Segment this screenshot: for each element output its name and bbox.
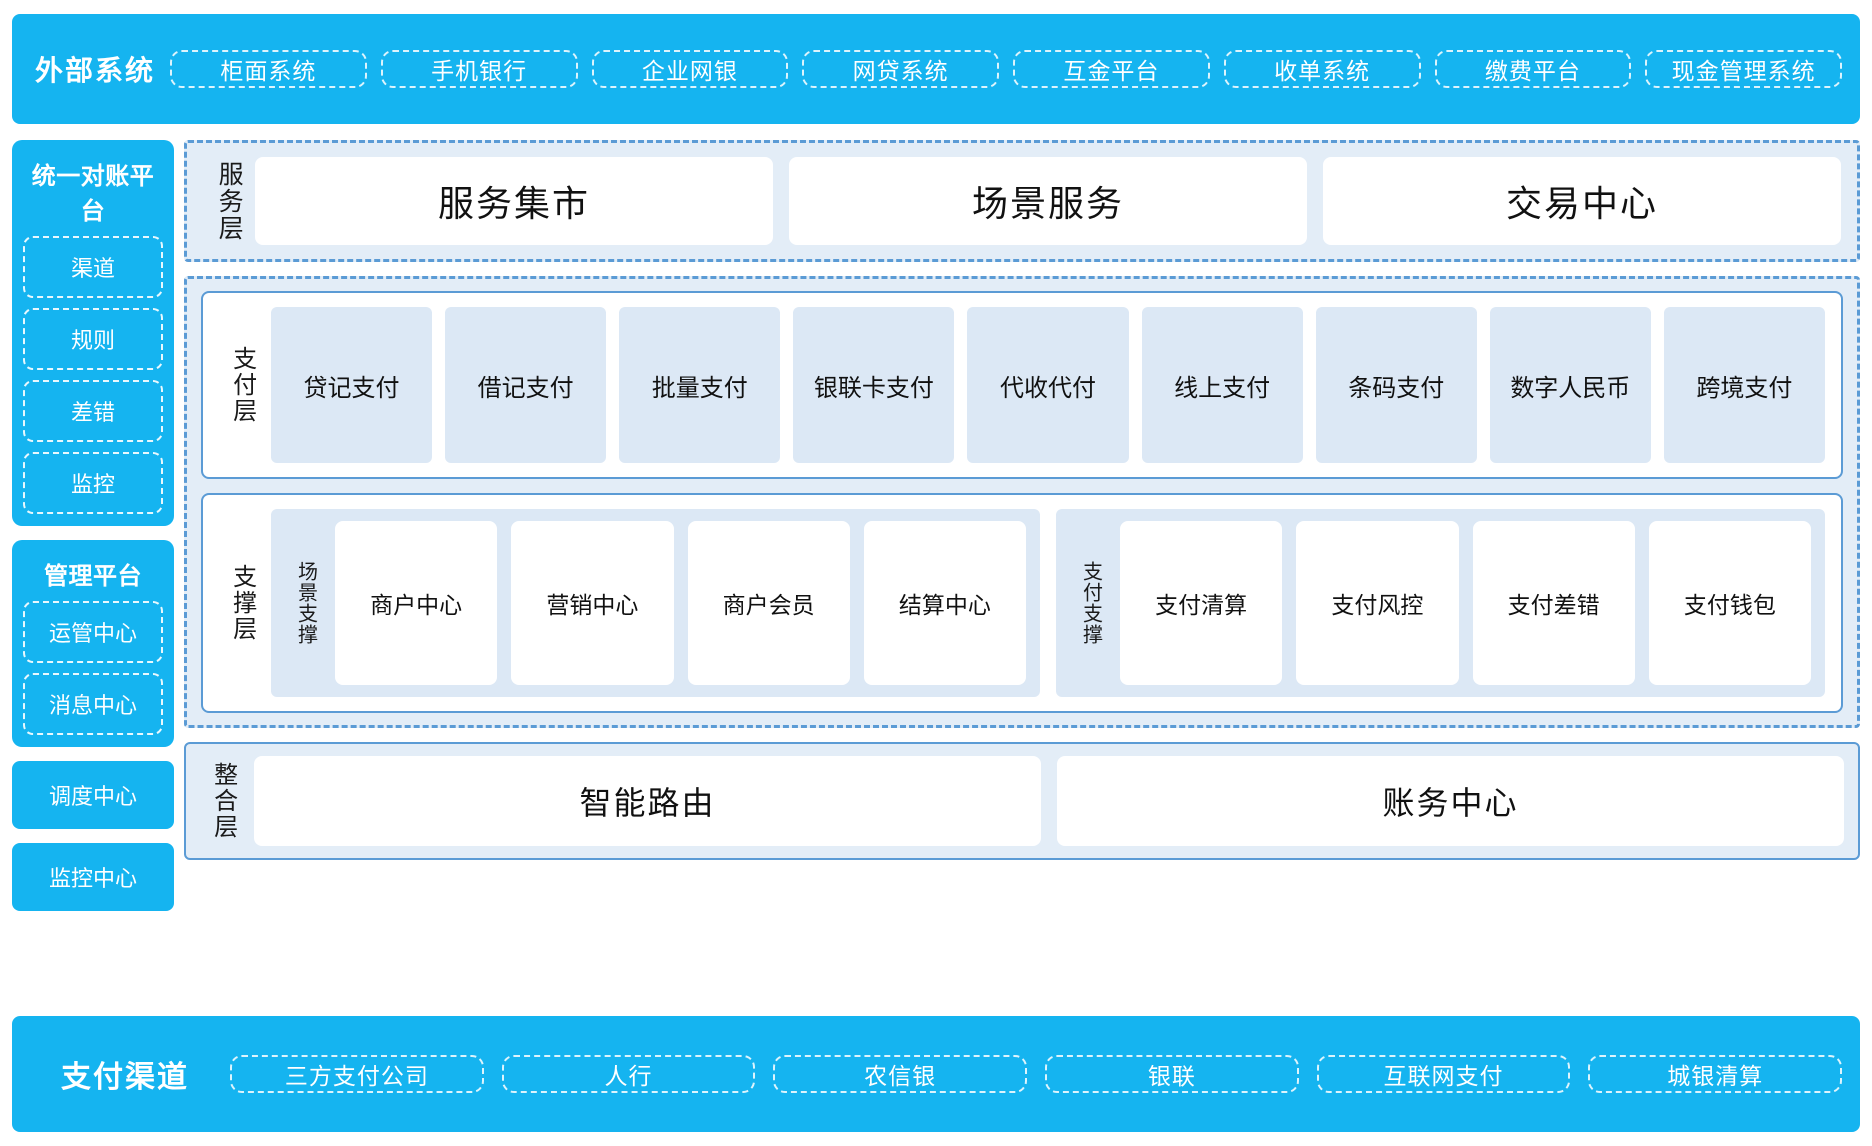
- sidebar-item-scheduling-center[interactable]: 调度中心: [12, 761, 174, 829]
- external-system-item[interactable]: 柜面系统: [170, 50, 367, 88]
- scene-support-items: 商户中心 营销中心 商户会员 结算中心: [335, 521, 1026, 685]
- integration-layer-items: 智能路由 账务中心: [254, 756, 1844, 846]
- sidebar-item-rule[interactable]: 规则: [23, 308, 163, 370]
- sidebar-item-operations-center[interactable]: 运管中心: [23, 601, 163, 663]
- payment-layer-item[interactable]: 贷记支付: [271, 307, 433, 463]
- sidebar-item-message-center[interactable]: 消息中心: [23, 673, 163, 735]
- external-system-item[interactable]: 互金平台: [1013, 50, 1210, 88]
- management-platform-group: 管理平台 运管中心 消息中心: [12, 540, 174, 747]
- payment-support-item[interactable]: 支付钱包: [1648, 521, 1811, 685]
- payment-support-item[interactable]: 支付清算: [1120, 521, 1283, 685]
- payment-channels-items: 三方支付公司 人行 农信银 银联 互联网支付 城银清算: [230, 1055, 1843, 1093]
- reconciliation-platform-group: 统一对账平台 渠道 规则 差错 监控: [12, 140, 174, 526]
- service-layer-band: 服务层 服务集市 场景服务 交易中心: [184, 140, 1860, 262]
- payment-layer-item[interactable]: 线上支付: [1141, 307, 1303, 463]
- payment-support-label: 支付支撑: [1079, 561, 1102, 645]
- support-layer-card: 支撑层 场景支撑 商户中心 营销中心 商户会员 结算中心 支付支撑: [201, 493, 1843, 713]
- external-system-item[interactable]: 企业网银: [591, 50, 789, 88]
- scene-support-group: 场景支撑 商户中心 营销中心 商户会员 结算中心: [271, 509, 1040, 697]
- reconciliation-platform-title: 统一对账平台: [31, 163, 155, 225]
- support-layer-label: 支撑层: [228, 564, 256, 642]
- scene-support-item[interactable]: 商户中心: [335, 521, 498, 685]
- sidebar-item-monitoring-center[interactable]: 监控中心: [12, 843, 174, 911]
- payment-channel-item[interactable]: 银联: [1045, 1055, 1299, 1093]
- payment-channel-item[interactable]: 人行: [501, 1055, 756, 1093]
- scene-support-item[interactable]: 结算中心: [863, 521, 1026, 685]
- service-layer-item-transaction-center[interactable]: 交易中心: [1323, 157, 1841, 245]
- payment-support-items: 支付清算 支付风控 支付差错 支付钱包: [1120, 521, 1811, 685]
- external-systems-bar: 外部系统 柜面系统 手机银行 企业网银 网贷系统 互金平台 收单系统 缴费平台 …: [12, 14, 1860, 124]
- payment-layer-item[interactable]: 代收代付: [967, 307, 1129, 463]
- payment-support-item[interactable]: 支付差错: [1472, 521, 1635, 685]
- payment-layer-item[interactable]: 条码支付: [1315, 307, 1477, 463]
- service-layer-item-scene-service[interactable]: 场景服务: [789, 157, 1307, 245]
- payment-support-group: 支付支撑 支付清算 支付风控 支付差错 支付钱包: [1056, 509, 1825, 697]
- payment-channels-bar: 支付渠道 三方支付公司 人行 农信银 银联 互联网支付 城银清算: [12, 1016, 1860, 1132]
- integration-layer-item-smart-routing[interactable]: 智能路由: [254, 756, 1041, 846]
- integration-layer-item-accounting-center[interactable]: 账务中心: [1057, 756, 1844, 846]
- sidebar-item-monitor[interactable]: 监控: [23, 452, 163, 514]
- scene-support-label: 场景支撑: [294, 561, 317, 645]
- payment-layer-items: 贷记支付 借记支付 批量支付 银联卡支付 代收代付 线上支付 条码支付 数字人民…: [271, 307, 1825, 463]
- main-architecture-column: 服务层 服务集市 场景服务 交易中心 支付层 贷记支付 借记支付 批量支付 银联…: [184, 140, 1860, 860]
- service-layer-item-marketplace[interactable]: 服务集市: [255, 157, 773, 245]
- payment-channel-item[interactable]: 三方支付公司: [230, 1055, 484, 1093]
- core-platform-band: 支付层 贷记支付 借记支付 批量支付 银联卡支付 代收代付 线上支付 条码支付 …: [184, 276, 1860, 728]
- scene-support-item[interactable]: 商户会员: [687, 521, 850, 685]
- support-layer-groups: 场景支撑 商户中心 营销中心 商户会员 结算中心 支付支撑 支付清算 支付风控: [271, 509, 1825, 697]
- payment-layer-item[interactable]: 批量支付: [619, 307, 781, 463]
- integration-layer-band: 整合层 智能路由 账务中心: [184, 742, 1860, 860]
- payment-channel-item[interactable]: 农信银: [773, 1055, 1028, 1093]
- external-system-item[interactable]: 手机银行: [380, 50, 578, 88]
- sidebar-item-channel[interactable]: 渠道: [23, 236, 163, 298]
- external-systems-items: 柜面系统 手机银行 企业网银 网贷系统 互金平台 收单系统 缴费平台 现金管理系…: [170, 50, 1842, 88]
- payment-layer-item[interactable]: 银联卡支付: [793, 307, 955, 463]
- external-system-item[interactable]: 网贷系统: [802, 50, 999, 88]
- management-platform-title: 管理平台: [44, 563, 142, 590]
- payment-channel-item[interactable]: 互联网支付: [1316, 1055, 1571, 1093]
- payment-layer-label: 支付层: [228, 346, 256, 424]
- payment-channels-title: 支付渠道: [61, 1061, 189, 1094]
- scene-support-item[interactable]: 营销中心: [511, 521, 674, 685]
- payment-layer-card: 支付层 贷记支付 借记支付 批量支付 银联卡支付 代收代付 线上支付 条码支付 …: [201, 291, 1843, 479]
- payment-layer-item[interactable]: 数字人民币: [1489, 307, 1651, 463]
- payment-layer-item[interactable]: 借记支付: [445, 307, 607, 463]
- payment-layer-item[interactable]: 跨境支付: [1663, 307, 1825, 463]
- sidebar-item-error[interactable]: 差错: [23, 380, 163, 442]
- external-system-item[interactable]: 缴费平台: [1434, 50, 1632, 88]
- external-system-item[interactable]: 现金管理系统: [1645, 50, 1842, 88]
- external-systems-title: 外部系统: [34, 55, 155, 86]
- left-sidebar: 统一对账平台 渠道 规则 差错 监控 管理平台 运管中心 消息中心 调度中心 监…: [12, 140, 174, 925]
- payment-support-item[interactable]: 支付风控: [1296, 521, 1459, 685]
- payment-channel-item[interactable]: 城银清算: [1588, 1055, 1843, 1093]
- service-layer-items: 服务集市 场景服务 交易中心: [255, 157, 1841, 245]
- service-layer-label: 服务层: [215, 160, 244, 242]
- external-system-item[interactable]: 收单系统: [1223, 50, 1421, 88]
- integration-layer-label: 整合层: [209, 762, 237, 840]
